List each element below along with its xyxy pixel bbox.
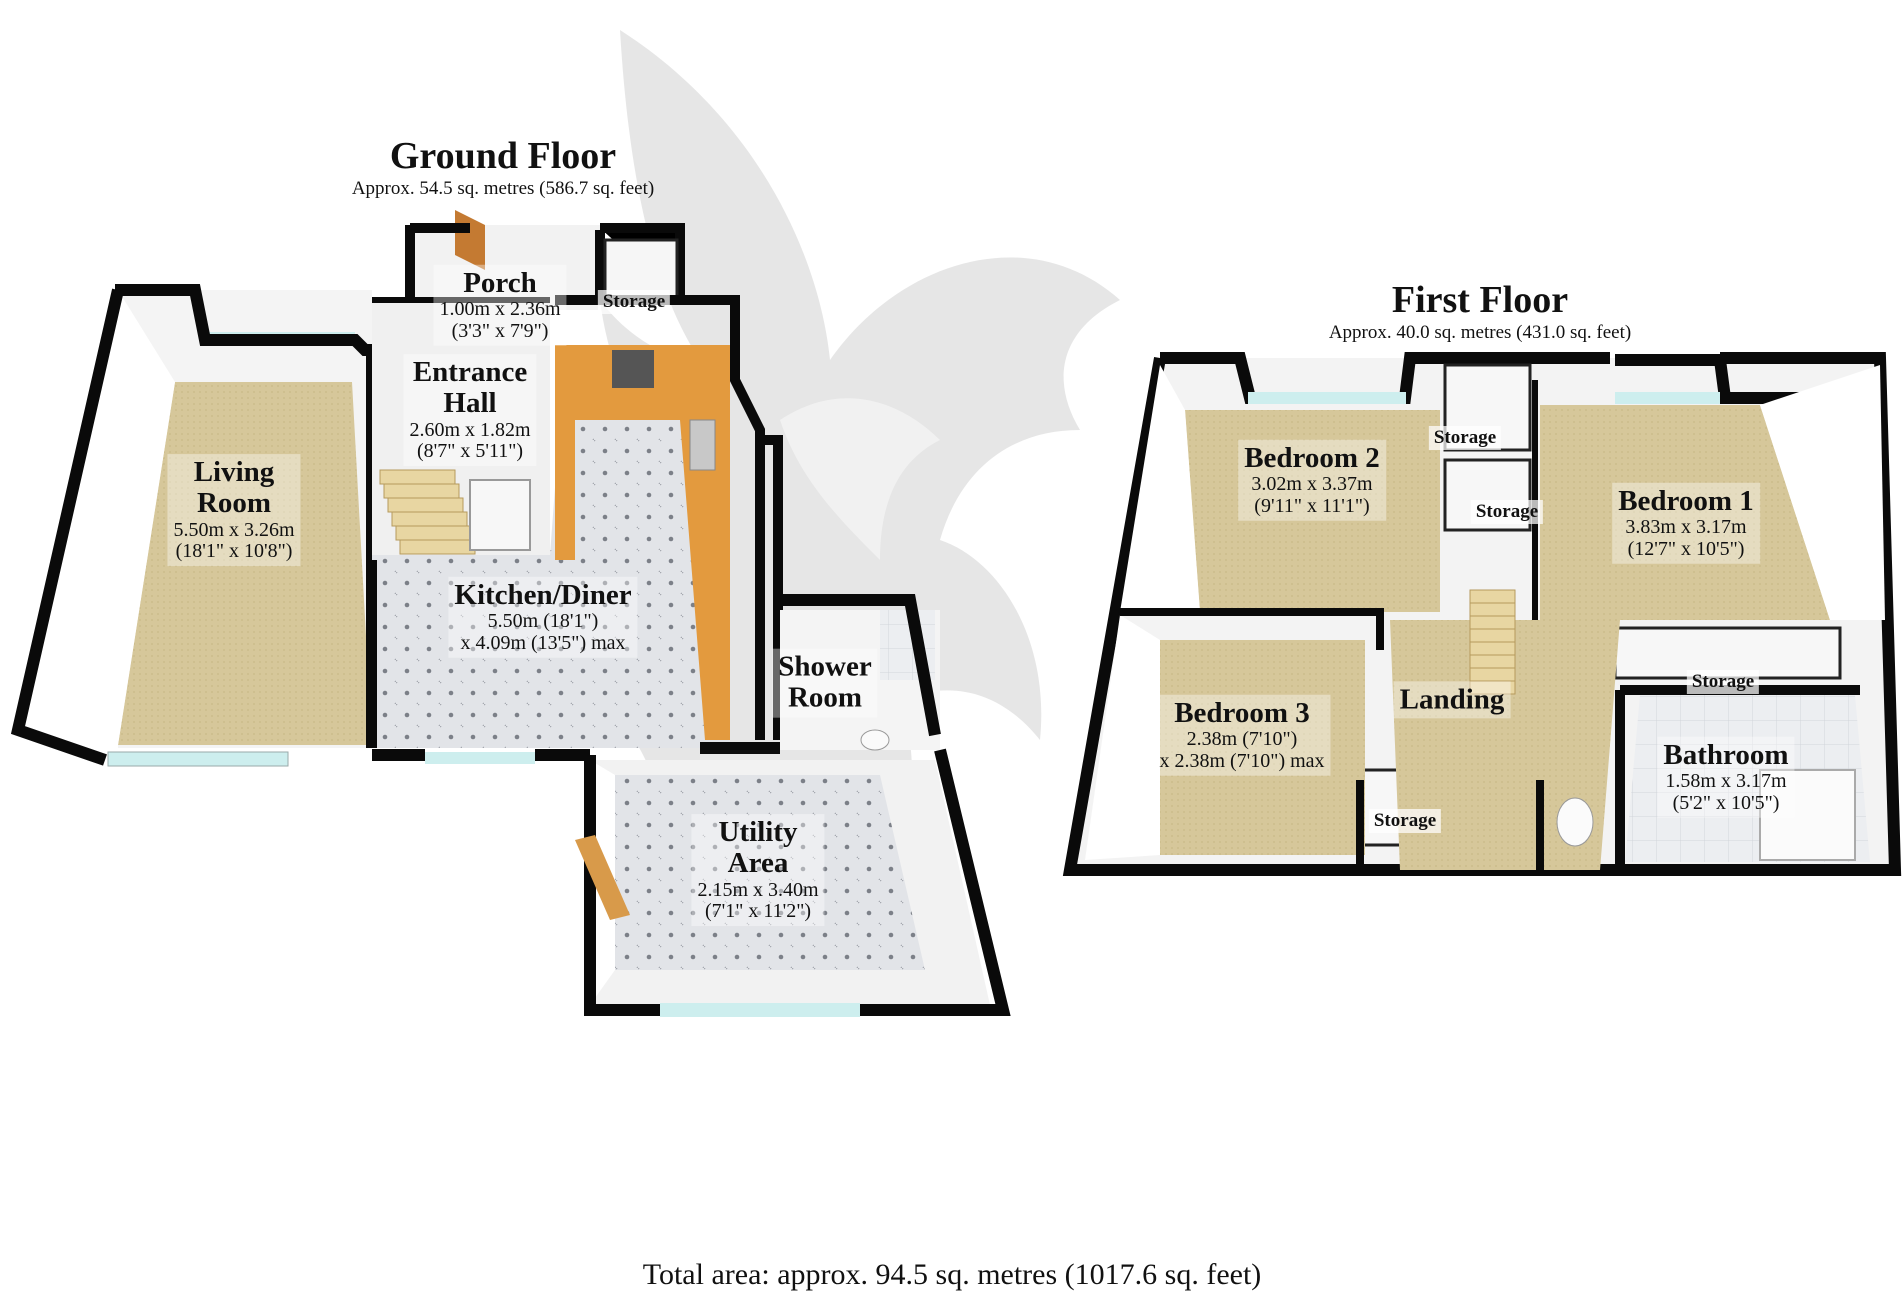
room-dims-metric: 3.83m x 3.17m [1625,516,1747,539]
room-label-kitchen-diner: Kitchen/Diner 5.50m (18'1") x 4.09m (13'… [448,576,638,658]
room-dims-imperial: x 4.09m (13'5") max [460,631,626,654]
room-dims-metric: 2.60m x 1.82m [409,418,531,441]
first-floor-plan [1062,352,1902,876]
room-label-utility-area: Utility Area 2.15m x 3.40m (7'1" x 11'2"… [691,814,825,926]
room-name: Bathroom [1663,738,1789,771]
room-dims-metric: 2.15m x 3.40m [697,878,819,901]
room-name: Utility Area [718,816,798,880]
room-dims-metric: 2.38m (7'10") [1186,728,1298,751]
room-dims-imperial: (7'1" x 11'2") [704,900,812,923]
shower-room-area [778,594,941,751]
total-area: Total area: approx. 94.5 sq. metres (101… [642,1258,1262,1291]
storage-label-first-3: Storage [1686,670,1760,694]
room-name: Bedroom 1 [1618,484,1754,517]
room-name: Living Room [193,456,275,520]
bedroom-3-area [1085,608,1384,870]
room-label-landing: Landing [1393,681,1511,719]
room-dims-imperial: (5'2" x 10'5") [1672,791,1780,814]
storage-label-first-1: Storage [1428,426,1502,450]
room-dims-imperial: (8'7" x 5'11") [416,440,524,463]
room-name: Bedroom 3 [1174,696,1310,729]
first-floor-heading: First Floor Approx. 40.0 sq. metres (431… [1328,279,1632,345]
storage-label-ground: Storage [597,290,671,314]
bedroom-1-area [1532,365,1885,620]
first-floor-title: First Floor [1391,279,1569,321]
room-label-living-room: Living Room 5.50m x 3.26m (18'1" x 10'8"… [167,454,301,566]
room-dims-metric: 1.58m x 3.17m [1665,770,1787,793]
ground-floor-plan [10,210,1011,1017]
room-dims-imperial: (12'7" x 10'5") [1627,537,1745,560]
room-dims-metric: 1.00m x 2.36m [439,298,561,321]
utility-area [575,748,1011,1017]
room-label-shower-room: Shower Room [772,648,878,718]
storage-label-first-2: Storage [1470,500,1544,524]
ground-floor-heading: Ground Floor Approx. 54.5 sq. metres (58… [351,135,655,201]
room-name: Porch [463,266,537,299]
room-dims-metric: 5.50m (18'1") [487,610,599,633]
kitchen-diner-area [367,295,783,764]
room-label-bedroom-1: Bedroom 1 3.83m x 3.17m (12'7" x 10'5") [1612,482,1760,564]
first-floor-area: Approx. 40.0 sq. metres (431.0 sq. feet) [1328,321,1632,343]
room-name: Kitchen/Diner [454,578,632,611]
ground-floor-title: Ground Floor [389,135,617,177]
room-dims-metric: 3.02m x 3.37m [1251,473,1373,496]
room-dims-metric: 5.50m x 3.26m [173,518,295,541]
room-dims-imperial: (3'3" x 7'9") [451,319,549,342]
room-dims-imperial: (18'1" x 10'8") [175,540,293,563]
living-room-area [10,284,378,767]
room-dims-imperial: (9'11" x 11'1") [1254,494,1370,517]
ground-floor-area: Approx. 54.5 sq. metres (586.7 sq. feet) [351,177,655,199]
room-label-entrance-hall: Entrance Hall 2.60m x 1.82m (8'7" x 5'11… [403,354,537,466]
room-name: Landing [1399,683,1505,716]
room-label-bedroom-3: Bedroom 3 2.38m (7'10") x 2.38m (7'10") … [1153,694,1331,776]
room-dims-imperial: x 2.38m (7'10") max [1159,749,1325,772]
storage-label-first-4: Storage [1368,809,1442,833]
room-label-bathroom: Bathroom 1.58m x 3.17m (5'2" x 10'5") [1657,736,1795,818]
room-label-porch: Porch 1.00m x 2.36m (3'3" x 7'9") [433,264,567,346]
room-name: Bedroom 2 [1244,441,1380,474]
room-name: Entrance Hall [412,356,528,420]
room-label-bedroom-2: Bedroom 2 3.02m x 3.37m (9'11" x 11'1") [1238,439,1386,521]
bedroom-2-area [1120,365,1440,612]
room-name: Shower Room [778,650,872,714]
entrance-hall-area [372,297,550,558]
